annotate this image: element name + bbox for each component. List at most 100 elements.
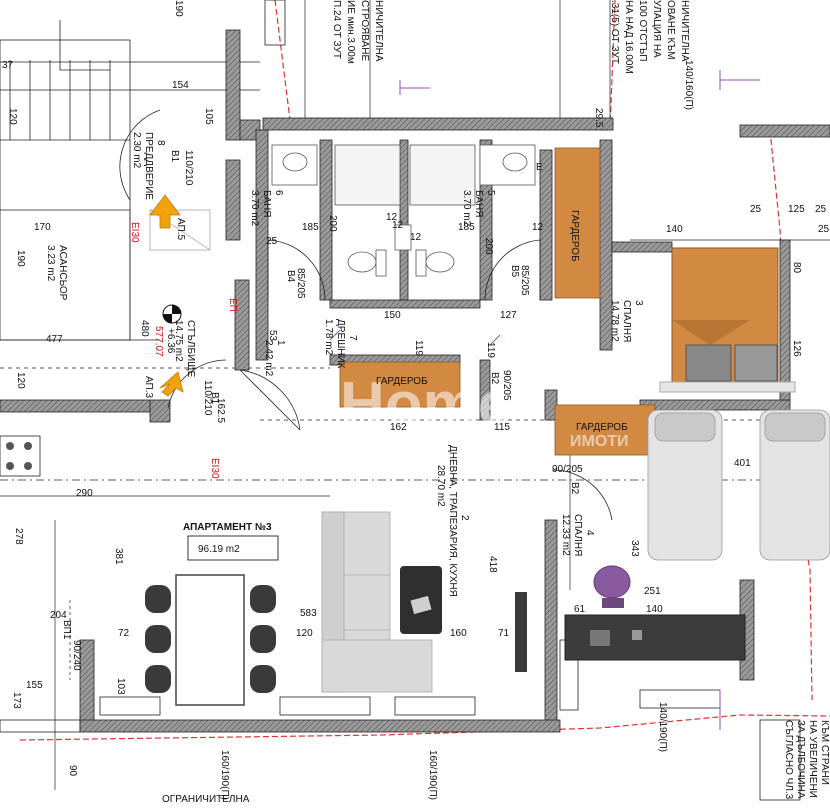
label-b2a: В2 bbox=[489, 372, 500, 385]
room-spalnya4-num: 4 bbox=[584, 530, 595, 536]
dim-162: 162 bbox=[390, 422, 407, 433]
dim-120a: 120 bbox=[7, 108, 18, 125]
staircase bbox=[0, 20, 131, 341]
dim-480: 480 bbox=[139, 320, 150, 337]
dim-12c: 12 bbox=[532, 222, 544, 233]
dim-12b: 12 bbox=[410, 232, 422, 243]
label-b4: В4 bbox=[285, 270, 296, 283]
room-dreshnik-area: 1.78 m2 bbox=[323, 319, 334, 356]
bathroom-fixtures bbox=[271, 144, 536, 277]
sofa bbox=[321, 511, 433, 693]
room-banya6-name: БАНЯ bbox=[261, 190, 272, 217]
label-ep: ЕП bbox=[227, 298, 238, 312]
dim-583: 583 bbox=[300, 608, 317, 619]
note-6: УЛАЦИЯ НА bbox=[651, 0, 662, 58]
door-code-c2: 85/205 bbox=[295, 268, 306, 299]
label-elev-red: 577.07 bbox=[153, 326, 164, 357]
note-11: НА УВЕЛИЧЕНИ bbox=[807, 720, 818, 798]
room-spalnya3-num: 3 bbox=[633, 300, 644, 306]
dim-90: 90 bbox=[67, 765, 78, 777]
desk bbox=[564, 565, 746, 661]
apartment-title-box: АПАРТАМЕНТ №3 96.19 m2 bbox=[183, 522, 279, 561]
note-7: 100 ОТСТЪП bbox=[637, 0, 648, 61]
room-preddverie-name: ПРЕДДВЕРИЕ bbox=[143, 132, 154, 200]
dim-173: 173 bbox=[11, 692, 22, 709]
label-b1a: В1 bbox=[169, 150, 180, 163]
door-code-c6: 110/210 bbox=[202, 380, 213, 416]
room-preddverie-num: 8 bbox=[155, 140, 166, 146]
dim-12d: 12 bbox=[386, 212, 398, 223]
dim-25d: 25 bbox=[818, 224, 830, 235]
note-1: СТРОЯВАНЕ bbox=[359, 0, 370, 61]
dim-160: 160 bbox=[450, 628, 467, 639]
dim-120b: 120 bbox=[15, 372, 26, 389]
dim-204: 204 bbox=[50, 610, 67, 621]
door-code-c1: 110/210 bbox=[183, 150, 194, 186]
room-preddverie-area: 2.30 m2 bbox=[131, 132, 142, 169]
dim-290: 290 bbox=[76, 488, 93, 499]
dim-200a: 200 bbox=[327, 215, 338, 232]
room-antre-num: 1 bbox=[275, 340, 286, 346]
dim-120c: 120 bbox=[296, 628, 313, 639]
note-12: ЗА ДЪЛБОЧИНА bbox=[795, 720, 806, 799]
double-bed bbox=[659, 247, 796, 393]
apartment-title: АПАРТАМЕНТ №3 bbox=[183, 522, 272, 533]
dim-25a: 25 bbox=[266, 236, 278, 247]
label-garderob-3: ГАРДЕРОБ bbox=[576, 422, 628, 433]
room-dnevna-num: 2 bbox=[459, 515, 470, 521]
elevation-marker bbox=[162, 304, 182, 324]
label-e: Е bbox=[536, 162, 543, 173]
room-asansyor-name: АСАНСЬОР bbox=[57, 245, 68, 301]
dim-115: 115 bbox=[494, 422, 510, 433]
label-b2b: В2 bbox=[569, 482, 580, 495]
note-13: СЪГЛАСНО ЧЛ.3 bbox=[783, 720, 794, 800]
note-2: ИЕ мин.3.00м bbox=[345, 0, 356, 64]
purple-markers bbox=[329, 70, 760, 730]
dim-251: 251 bbox=[644, 586, 661, 597]
door-code-c5: 90/205 bbox=[552, 464, 583, 475]
door-code-c4: 90/205 bbox=[501, 370, 512, 401]
room-spalnya4-area: 12.33 m2 bbox=[560, 514, 571, 556]
dim-155: 155 bbox=[26, 680, 43, 691]
dim-126: 126 bbox=[791, 340, 802, 357]
room-dnevna-name: ДНЕВНА, ТРАПЕЗАРИЯ, КУХНЯ bbox=[447, 445, 458, 597]
dim-343: 343 bbox=[629, 540, 640, 557]
dim-140b: 140 bbox=[646, 604, 663, 615]
dimension-labels: 154 105 120 170 190 477 480 120 290 278 … bbox=[2, 60, 830, 777]
label-ap3: АП.3 bbox=[143, 376, 154, 399]
watermark-main: Home bbox=[340, 370, 512, 439]
room-spalnya3-area: 14.78 m2 bbox=[609, 300, 620, 342]
note-4: НИЧИТЕЛНА bbox=[679, 0, 690, 62]
label-vp1: ВП1 bbox=[61, 620, 72, 640]
coffee-table bbox=[400, 566, 442, 634]
misc-labels: АП.5 АП.3 В1 В1 В4 В5 В2 В2 ВП1 ГАРДЕРОБ… bbox=[61, 150, 628, 805]
dim-61: 61 bbox=[574, 604, 586, 615]
label-ogranichitelna: ОГРАНИЧИТЕЛНА bbox=[162, 794, 250, 805]
label-garderob-1: ГАРДЕРОБ bbox=[569, 210, 580, 262]
label-fire2: EI30 bbox=[209, 458, 220, 479]
note-3: П.24 ОТ ЗУТ bbox=[331, 0, 342, 59]
room-spalnya4-name: СПАЛНЯ bbox=[572, 514, 583, 556]
room-labels: 8 ПРЕДДВЕРИЕ 2.30 m2 АСАНСЬОР 3.23 m2 СТ… bbox=[45, 132, 644, 597]
room-banya5-name: БАНЯ bbox=[473, 190, 484, 217]
regulation-notes: НИЧИТЕЛНА СТРОЯВАНЕ ИЕ мин.3.00м П.24 ОТ… bbox=[331, 0, 830, 800]
note-0: НИЧИТЕЛНА bbox=[373, 0, 384, 62]
twin-beds bbox=[647, 409, 830, 561]
dim-25c: 25 bbox=[815, 204, 827, 215]
room-banya6-num: 6 bbox=[273, 190, 284, 196]
direction-arrows bbox=[149, 194, 184, 397]
door-codes: 110/210 85/205 85/205 90/205 90/205 110/… bbox=[71, 0, 694, 800]
note-5: ОВАНЕ КЪМ bbox=[665, 0, 676, 60]
dim-119a: 119 bbox=[413, 340, 424, 356]
dim-119b: 119 bbox=[485, 342, 496, 358]
windows bbox=[0, 435, 801, 801]
label-fire1: EI30 bbox=[129, 222, 140, 243]
label-elevation: +6.36 bbox=[165, 328, 176, 354]
label-garderob-2: ГАРДЕРОБ bbox=[376, 376, 428, 387]
dim-29: 29.5 bbox=[593, 108, 604, 128]
dining-table bbox=[145, 574, 276, 706]
door-code-c7: 162.5 bbox=[215, 398, 226, 423]
dim-105: 105 bbox=[203, 108, 214, 125]
cooktop bbox=[6, 442, 32, 470]
